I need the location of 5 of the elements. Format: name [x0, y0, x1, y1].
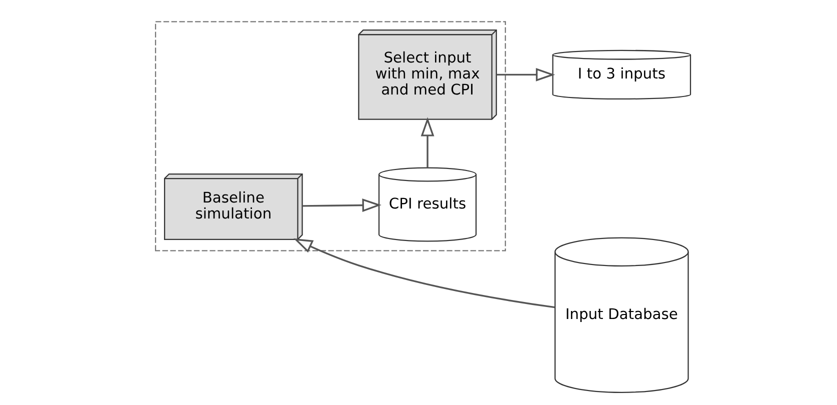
arrow [496, 68, 556, 82]
arrow [420, 117, 434, 168]
arrow [293, 238, 555, 308]
cluster [154, 21, 506, 252]
arrow [302, 198, 382, 212]
